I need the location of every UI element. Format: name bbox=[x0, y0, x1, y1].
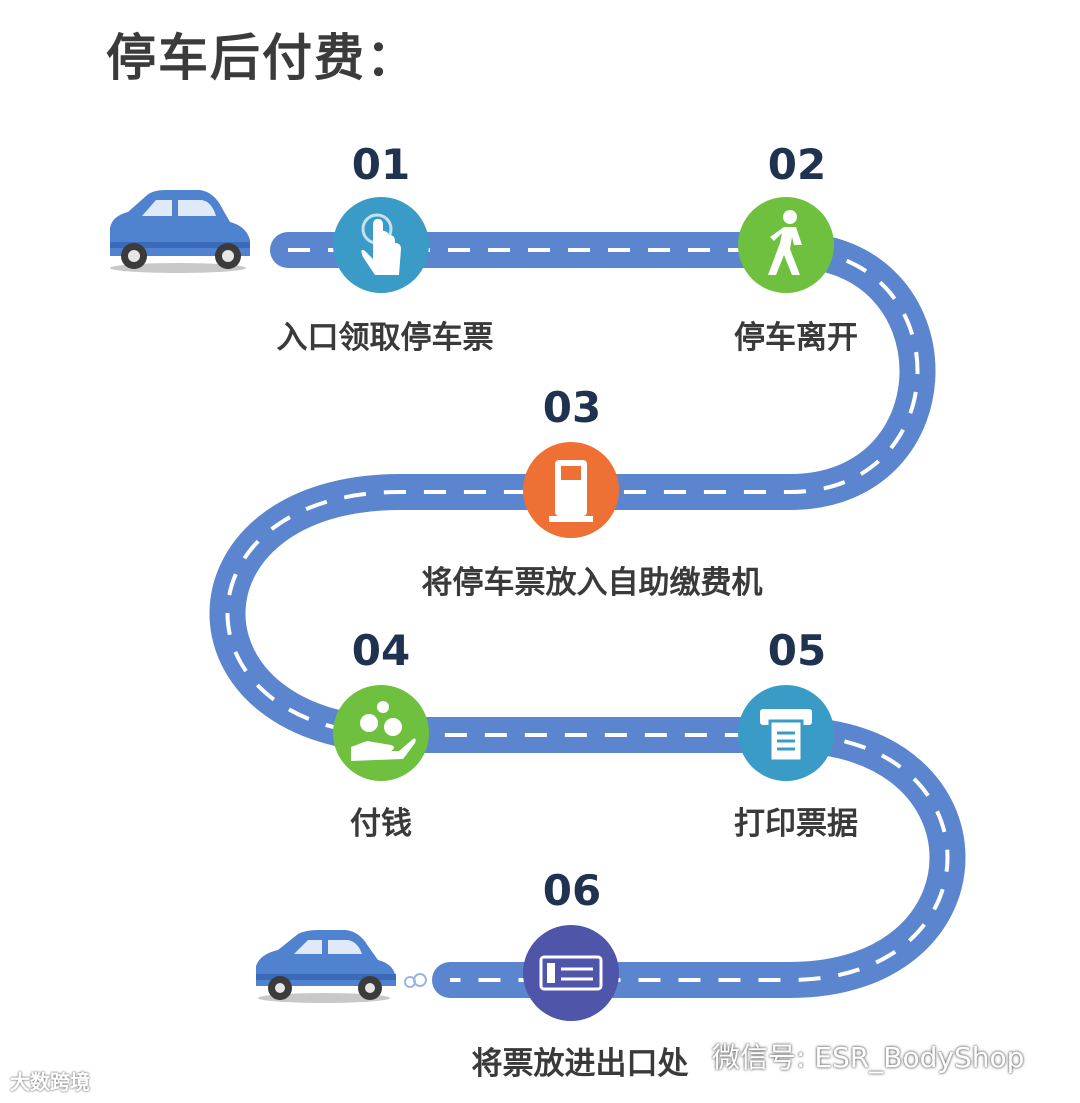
step-marker-4 bbox=[333, 685, 429, 781]
ticket-machine-icon bbox=[549, 460, 593, 522]
receipt-printer-icon bbox=[760, 709, 812, 763]
step-label-2: 停车离开 bbox=[734, 320, 858, 356]
page-title: 停车后付费： bbox=[106, 29, 418, 87]
step-number-2: 02 bbox=[767, 140, 827, 189]
car-bottom-icon bbox=[256, 930, 427, 1003]
step-circle-6 bbox=[523, 925, 619, 1021]
step-label-3: 将停车票放入自助缴费机 bbox=[421, 565, 763, 601]
money-hand-icon bbox=[351, 701, 416, 761]
road bbox=[209, 232, 966, 998]
step-markers bbox=[333, 197, 834, 1021]
step-marker-3 bbox=[523, 442, 619, 538]
step-number-6: 06 bbox=[542, 866, 602, 915]
step-number-3: 03 bbox=[542, 383, 602, 432]
step-number-4: 04 bbox=[351, 626, 411, 675]
step-label-6: 将票放进出口处 bbox=[471, 1046, 689, 1082]
step-label-1: 入口领取停车票 bbox=[276, 320, 494, 356]
step-label-4: 付钱 bbox=[350, 806, 412, 842]
brand-watermark: 大数跨境 bbox=[10, 1070, 90, 1094]
step-circle-4 bbox=[333, 685, 429, 781]
step-marker-1 bbox=[333, 197, 429, 293]
ticket-icon bbox=[539, 955, 603, 991]
step-label-5: 打印票据 bbox=[734, 806, 858, 842]
walking-person-icon bbox=[768, 210, 802, 275]
step-marker-5 bbox=[738, 685, 834, 781]
step-marker-2 bbox=[738, 197, 834, 293]
step-marker-6 bbox=[523, 925, 619, 1021]
wechat-watermark: 微信号: ESR_BodyShop bbox=[712, 1041, 1025, 1074]
car-top-icon bbox=[110, 190, 250, 273]
hand-pointer-icon bbox=[361, 213, 401, 275]
step-number-1: 01 bbox=[351, 140, 411, 189]
step-number-5: 05 bbox=[767, 626, 827, 675]
